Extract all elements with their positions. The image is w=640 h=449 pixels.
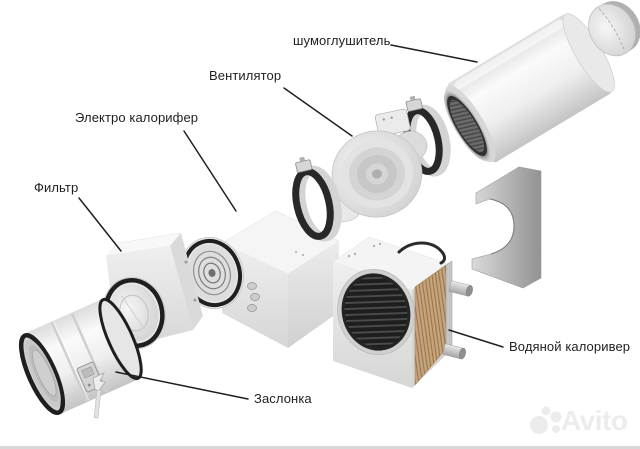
leader-electric-heater — [183, 130, 237, 212]
fan-junction-box — [374, 108, 411, 137]
label-fan: Вентилятор — [209, 68, 282, 83]
damper-rubber-ring — [18, 333, 66, 415]
water-heater-slats — [344, 276, 408, 348]
leader-lines — [78, 44, 504, 400]
damper-handle — [92, 372, 106, 393]
label-silencer: шумоглушитель — [293, 33, 391, 48]
power-cable — [397, 241, 446, 265]
mounting-bracket — [471, 166, 542, 289]
label-damper: Заслонка — [254, 391, 312, 406]
damper-blade — [32, 349, 57, 397]
damper-illustration — [18, 297, 143, 419]
avito-watermark-text: Avito — [561, 405, 628, 436]
fan-illustration — [326, 108, 428, 222]
leader-water-heater — [448, 329, 504, 348]
leader-filter — [78, 197, 122, 252]
electric-heater-illustration — [180, 210, 340, 348]
silencer-illustration — [443, 13, 615, 163]
label-water-heater: Водяной калоривер — [509, 339, 631, 354]
silencer-grill-mesh — [449, 99, 485, 153]
label-electric-heater: Электро калорифер — [75, 110, 199, 125]
bottom-edge-strip — [0, 446, 640, 449]
label-filter: Фильтр — [34, 180, 79, 195]
silencer-end-cap — [588, 1, 640, 57]
leader-fan — [283, 87, 353, 137]
heater-spiral — [192, 250, 232, 296]
leader-damper — [115, 371, 249, 400]
water-pipe-bottom — [442, 343, 466, 360]
water-heater-illustration — [332, 236, 473, 388]
water-pipe-top — [448, 280, 473, 297]
avito-logo-icon — [530, 406, 562, 434]
duct-clamp-left — [292, 156, 342, 242]
leader-silencer — [390, 44, 478, 63]
